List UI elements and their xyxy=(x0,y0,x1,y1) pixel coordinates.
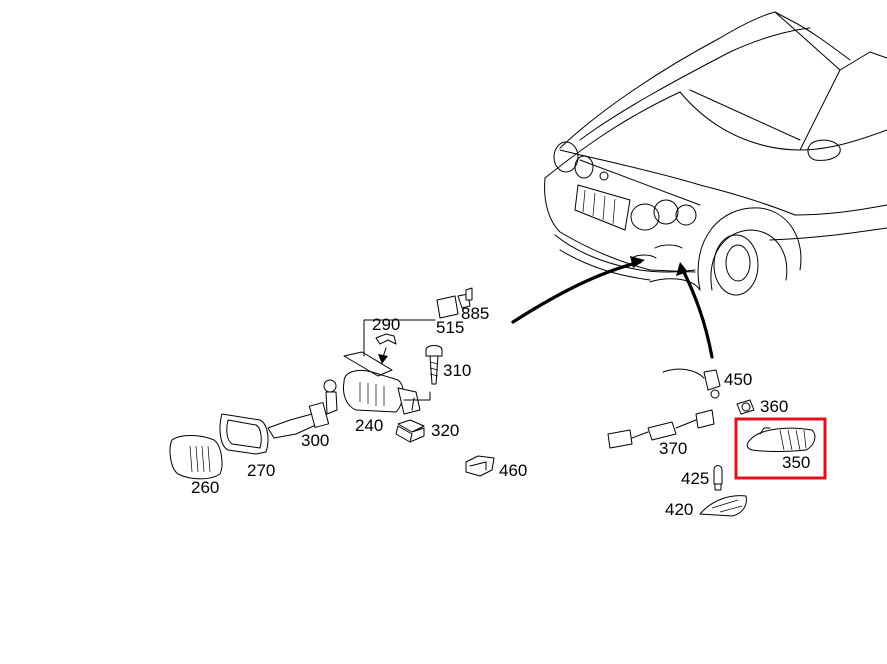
label-300: 300 xyxy=(301,431,329,450)
part-350-side-marker-lamp[interactable] xyxy=(746,427,816,452)
car-illustration xyxy=(544,11,887,296)
label-320: 320 xyxy=(431,421,459,440)
part-300-bulb-socket xyxy=(267,379,338,439)
arrow-to-side-marker-mount xyxy=(676,262,714,359)
highlight-box-350 xyxy=(734,417,827,480)
leader-lines-885-515 xyxy=(363,287,473,357)
part-240-fog-lamp xyxy=(343,351,431,415)
part-320-clip-nut xyxy=(395,419,425,443)
part-310-bolt xyxy=(425,345,443,385)
label-290: 290 xyxy=(372,315,400,334)
part-450-bulb xyxy=(662,368,721,399)
arrow-to-fog-lamp-mount xyxy=(511,256,645,324)
label-360: 360 xyxy=(760,397,788,416)
part-260-fog-lamp-lens xyxy=(169,435,223,480)
part-370-wiring-harness xyxy=(607,409,715,449)
label-350: 350 xyxy=(782,453,810,472)
label-370: 370 xyxy=(659,439,687,458)
label-310: 310 xyxy=(443,361,471,380)
part-420-side-marker-lens xyxy=(699,495,747,517)
label-240: 240 xyxy=(355,416,383,435)
part-460-bracket xyxy=(465,455,495,477)
part-425-bulb xyxy=(713,465,723,491)
label-420: 420 xyxy=(665,500,693,519)
label-515: 515 xyxy=(436,318,464,337)
label-425: 425 xyxy=(681,469,709,488)
label-885: 885 xyxy=(461,304,489,323)
label-450: 450 xyxy=(724,370,752,389)
label-260: 260 xyxy=(191,478,219,497)
part-290-clip xyxy=(375,333,397,364)
label-460: 460 xyxy=(499,461,527,480)
part-360-bulb xyxy=(736,399,755,415)
part-270-gasket xyxy=(219,413,269,455)
label-270: 270 xyxy=(247,461,275,480)
